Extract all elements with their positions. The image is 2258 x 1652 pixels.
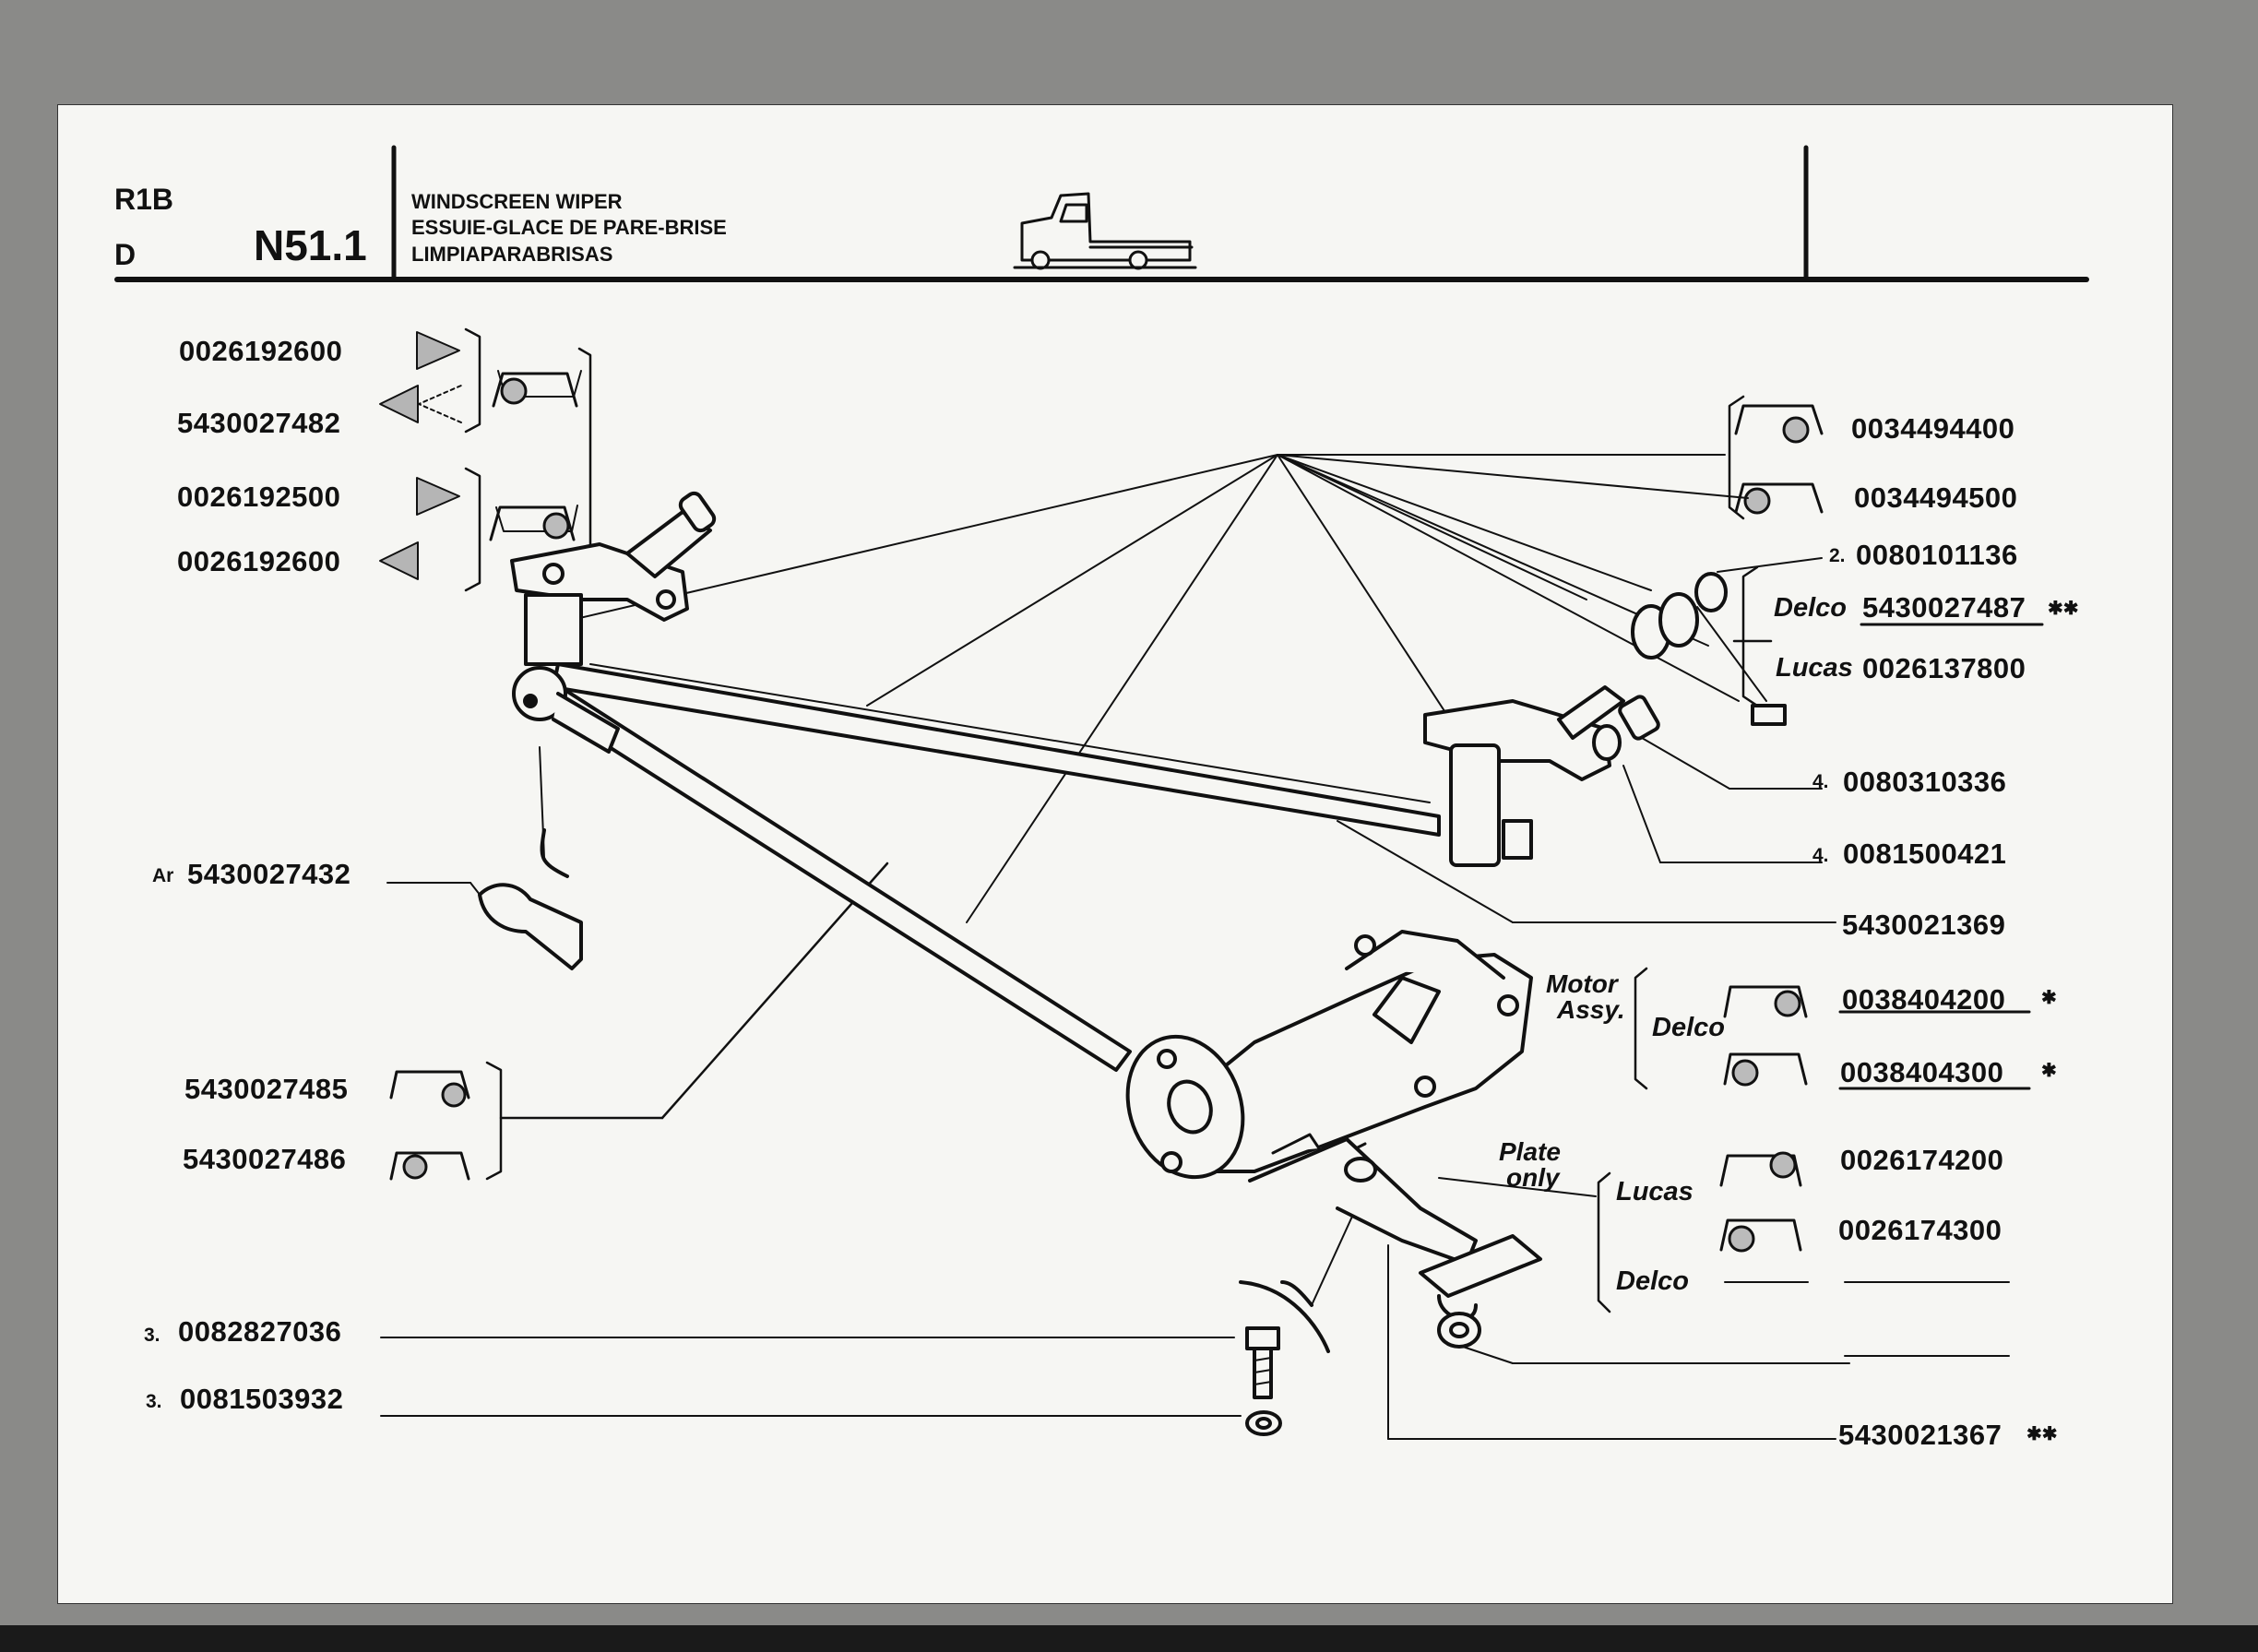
part-number[interactable]: 0080101136 (1856, 539, 2018, 571)
drive-code: D (114, 238, 137, 271)
part-number[interactable]: 0081503932 (180, 1383, 344, 1415)
model-code: R1B (114, 183, 174, 216)
star-mark: ✱ (2041, 1061, 2057, 1081)
title-english: WINDSCREEN WIPER (411, 190, 623, 213)
brand-lucas: Lucas (1776, 653, 1853, 683)
qty-label: 4. (1812, 845, 1829, 866)
part-number[interactable]: 5430027485 (184, 1073, 349, 1105)
scan-border (0, 1625, 2258, 1652)
leader-lines (380, 454, 2010, 1440)
group-motor-line2: Assy. (1557, 995, 1625, 1024)
double-star-mark: ✱✱ (2048, 599, 2079, 619)
underlines (1838, 623, 2044, 1090)
group-plate-line1: Plate (1499, 1137, 1561, 1166)
brackets-right (1597, 395, 1773, 1313)
part-number[interactable]: 0038404200 (1842, 983, 2006, 1016)
linkage-rods[interactable] (542, 662, 1441, 1072)
double-star-mark: ✱✱ (2026, 1424, 2058, 1444)
wiper-motor[interactable] (1109, 930, 1542, 1321)
part-number[interactable]: 0026192600 (177, 545, 341, 577)
left-pivot-assembly[interactable] (510, 491, 717, 754)
header-rules (114, 145, 2089, 282)
part-number[interactable]: 5430021369 (1842, 909, 2006, 941)
part-number[interactable]: 0082827036 (178, 1315, 342, 1348)
right-pivot-assembly[interactable] (1423, 572, 1787, 867)
part-number[interactable]: 0080310336 (1843, 766, 2007, 798)
prefix-ar: Ar (152, 865, 174, 886)
qty-label: 2. (1829, 545, 1846, 566)
part-number[interactable]: 5430027486 (183, 1143, 347, 1175)
part-number[interactable]: 0026174300 (1838, 1214, 2002, 1246)
part-number[interactable]: 5430027482 (177, 407, 341, 439)
body-outline (540, 828, 1330, 1353)
truck-icon (1013, 192, 1197, 270)
bolt-and-washer[interactable] (1245, 1326, 1282, 1436)
title-spanish: LIMPIAPARABRISAS (411, 243, 613, 266)
nut-part[interactable] (1437, 1312, 1481, 1349)
page-code: N51.1 (254, 221, 367, 269)
part-number[interactable]: 0034494400 (1851, 412, 2015, 445)
part-number[interactable]: 0026137800 (1862, 652, 2026, 684)
pivot-cap-part[interactable] (478, 883, 583, 970)
title-french: ESSUIE-GLACE DE PARE-BRISE (411, 216, 727, 239)
part-number[interactable]: 0026174200 (1840, 1144, 2004, 1176)
part-number[interactable]: 0081500421 (1843, 838, 2007, 870)
group-motor-line1: Motor (1546, 969, 1618, 998)
brand-lucas: Lucas (1616, 1177, 1694, 1206)
brand-delco: Delco (1652, 1013, 1725, 1042)
brand-delco: Delco (1774, 593, 1847, 623)
side-icons (389, 372, 1824, 1253)
part-number[interactable]: 0034494500 (1854, 481, 2018, 514)
part-number[interactable]: 5430027487 (1862, 591, 2026, 624)
qty-label: 3. (144, 1325, 160, 1346)
star-mark: ✱ (2041, 988, 2057, 1008)
brand-delco: Delco (1616, 1266, 1689, 1296)
part-number[interactable]: 0026192600 (179, 335, 343, 367)
part-number[interactable]: 5430021367 (1838, 1419, 2002, 1451)
part-number[interactable]: 0038404300 (1840, 1056, 2004, 1088)
qty-label: 4. (1812, 771, 1829, 792)
qty-label: 3. (146, 1391, 162, 1412)
parts-sheet (57, 104, 2173, 1604)
part-number[interactable]: 5430027432 (187, 858, 351, 890)
group-plate-line2: only (1506, 1163, 1560, 1192)
brackets-left (464, 327, 889, 1181)
part-number[interactable]: 0026192500 (177, 481, 341, 513)
arm-side-symbols (379, 331, 582, 580)
